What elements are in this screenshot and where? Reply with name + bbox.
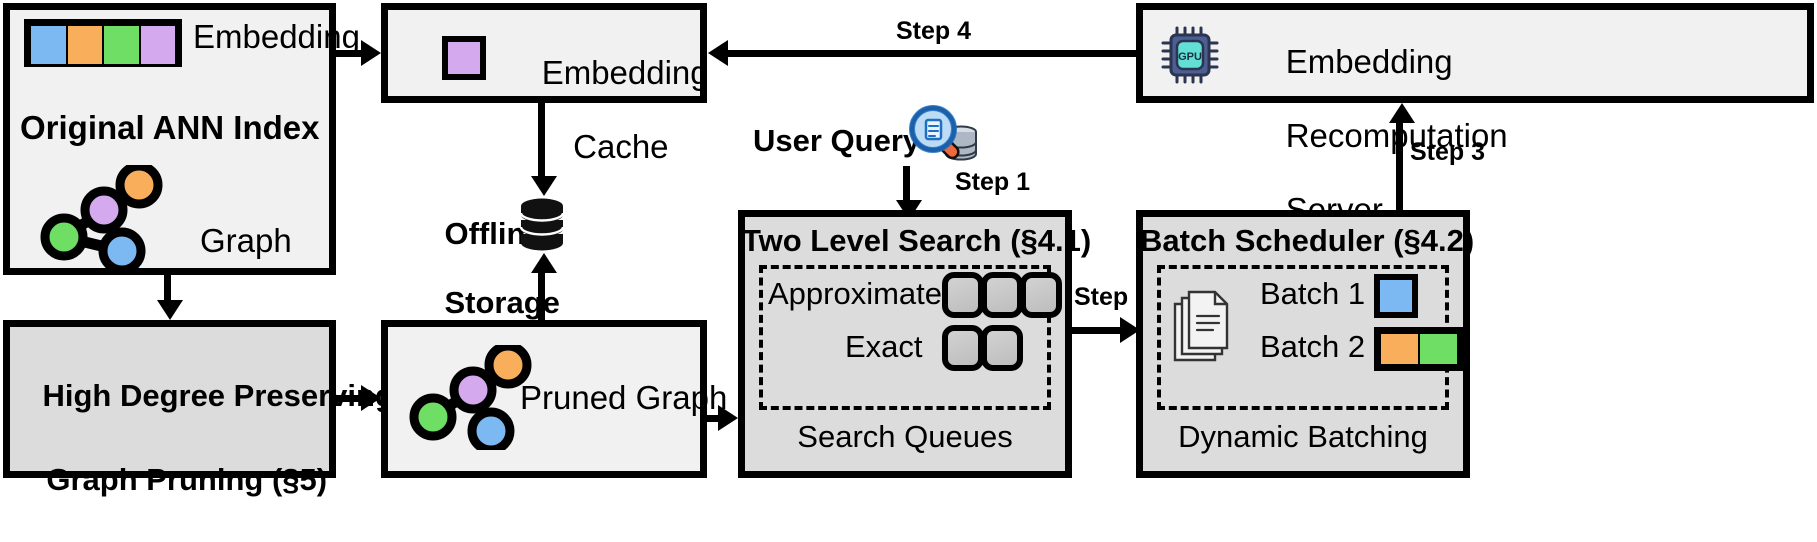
arrow-index-to-cache-line xyxy=(336,50,362,57)
queue-square-exact-1[interactable] xyxy=(942,325,984,371)
step1-line xyxy=(903,166,910,202)
svg-text:GPU: GPU xyxy=(1178,51,1202,63)
embedding-cache-line1: Embedding xyxy=(541,53,709,91)
pruned-to-search-line xyxy=(707,415,721,422)
queue-square-approx-1[interactable] xyxy=(942,272,984,318)
graph-pruning-line2: Graph Pruning (§5) xyxy=(46,461,328,497)
embedding-cell-orange xyxy=(66,25,103,65)
embedding-label: Embedding xyxy=(193,18,360,55)
batch-2-label: Batch 2 xyxy=(1260,329,1366,364)
step2-arrow-head xyxy=(1120,317,1140,343)
gpu-chip-icon: GPU xyxy=(1161,26,1219,84)
queue-square-approx-3[interactable] xyxy=(1020,272,1062,318)
architecture-diagram: Embedding Original ANN Index Graph Embed… xyxy=(3,3,1814,497)
search-queues-dashed-region xyxy=(759,265,1051,410)
pruning-to-pruned-arrow-head xyxy=(361,385,381,411)
original-graph-icon xyxy=(40,165,163,270)
index-to-pruning-line xyxy=(164,275,171,301)
search-queues-footer: Search Queues xyxy=(797,419,1013,454)
batch-2-swatch-orange xyxy=(1380,333,1419,365)
embedding-cache-box xyxy=(381,3,707,103)
pruned-to-storage-arrow-head xyxy=(531,253,557,273)
search-row-approximate-label: Approximate xyxy=(768,276,943,311)
step3-arrow-head xyxy=(1389,103,1415,123)
batch-1-label: Batch 1 xyxy=(1260,276,1366,311)
recomputation-server-line1: Embedding xyxy=(1285,42,1453,80)
recomputation-server-box xyxy=(1136,3,1814,103)
arrow-index-to-cache-head xyxy=(361,40,381,66)
magnifier-database-icon xyxy=(909,105,977,161)
step2-line xyxy=(1072,327,1124,334)
graph-pruning-box xyxy=(3,320,336,478)
step1-label: Step 1 xyxy=(955,168,1031,196)
batch-2-swatch-green xyxy=(1419,333,1458,365)
graph-pruning-label: High Degree Preserving Graph Pruning (§5… xyxy=(8,333,393,542)
pruning-to-pruned-line xyxy=(336,395,362,402)
cache-to-storage-arrow-head xyxy=(531,176,557,196)
documents-stack-icon xyxy=(1173,290,1229,362)
step4-label: Step 4 xyxy=(896,17,972,45)
two-level-search-title: Two Level Search (§4.1) xyxy=(742,223,1092,258)
queue-square-approx-2[interactable] xyxy=(981,272,1023,318)
embedding-cache-label: Embedding Cache xyxy=(505,18,709,203)
embedding-strip xyxy=(24,19,182,67)
step3-label: Step 3 xyxy=(1410,138,1486,166)
index-to-pruning-arrow-head xyxy=(157,300,183,320)
pruned-to-search-arrow-head xyxy=(718,405,738,431)
original-ann-index-title: Original ANN Index xyxy=(20,109,320,146)
embedding-cache-line2: Cache xyxy=(573,127,669,165)
search-row-exact-label: Exact xyxy=(845,329,923,364)
step4-line xyxy=(728,50,1136,57)
batch-2-swatch-group xyxy=(1374,327,1464,371)
pruned-graph-label: Pruned Graph xyxy=(520,379,728,416)
step4-arrow-head xyxy=(708,40,728,66)
database-cylinder-icon xyxy=(519,198,565,251)
pruned-to-storage-line xyxy=(538,272,545,320)
queue-square-exact-2[interactable] xyxy=(981,325,1023,371)
batch-1-swatch-blue xyxy=(1374,274,1418,318)
step3-line xyxy=(1396,122,1403,210)
embedding-cache-swatch xyxy=(442,36,486,80)
embedding-cell-purple xyxy=(139,25,176,65)
dynamic-batching-footer: Dynamic Batching xyxy=(1178,419,1428,454)
batch-scheduler-title: Batch Scheduler (§4.2) xyxy=(1140,223,1475,258)
graph-label: Graph xyxy=(200,222,292,259)
embedding-cell-blue xyxy=(30,25,67,65)
embedding-cell-green xyxy=(103,25,140,65)
user-query-label: User Query xyxy=(753,123,921,158)
pruned-graph-icon xyxy=(409,345,532,450)
cache-to-storage-line xyxy=(538,103,545,177)
